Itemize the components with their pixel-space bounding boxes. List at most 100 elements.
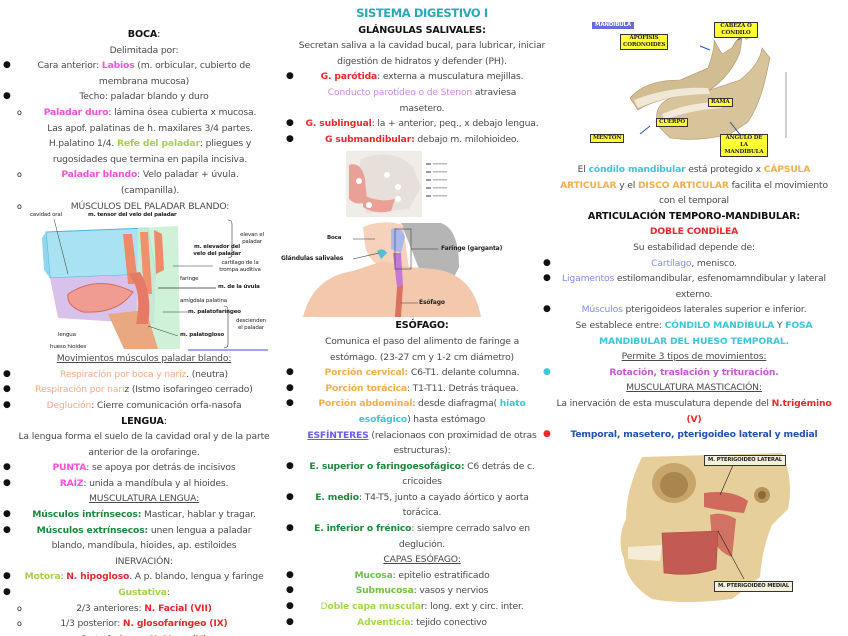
label-menton: MENTÓN: [590, 134, 625, 143]
list-item-submandibular: ● G submandibular: debajo m. milohioideo…: [283, 132, 561, 148]
list-item-paladar-blando: o Paladar blando: Velo paladar + úvula. …: [17, 169, 239, 196]
bullet-icon: ●: [286, 585, 294, 596]
list-item-movimientos: ● Rotación, traslación y trituración.: [540, 365, 848, 381]
label-cuerpo: CUERPO: [656, 118, 688, 127]
label-descienden: descienden el paladar: [235, 318, 267, 332]
list-item-cervical: ● Porción cervical: C6-T1. delante colum…: [283, 365, 561, 381]
list-item-musculos-pterigoideos: ● Músculos pterigoideos laterales superi…: [540, 302, 848, 318]
boca-heading: BOCA:: [127, 29, 161, 40]
label-palatofaringeo: m. palatofaríngeo: [188, 309, 241, 316]
permite-heading: Permite 3 tipos de movimientos:: [621, 351, 767, 363]
pterigoideos-illustration: [620, 452, 790, 602]
figure-glandulas-salivales: Boca Glándulas salivales Faringe (gargan…: [281, 149, 561, 318]
bullet-icon: ●: [3, 384, 11, 395]
bullet-icon: ●: [3, 587, 11, 598]
bullet-icon: ●: [286, 133, 294, 144]
lengua-intro: La lengua forma el suelo de la cavidad o…: [18, 431, 270, 458]
inervacion-text: La inervación de esta musculatura depend…: [556, 397, 832, 425]
boca-intro: Delimitada por:: [109, 44, 179, 56]
masticacion-heading: MUSCULATURA MASTICACIÓN:: [626, 382, 762, 394]
label-elevador: m. elevador del velo del paladar: [193, 244, 241, 258]
bullet-icon: ●: [543, 304, 551, 315]
bullet-icon: ●: [543, 257, 551, 268]
circle-bullet-icon: o: [17, 632, 22, 636]
list-item-gustativa: ● Gustativa:: [0, 585, 288, 601]
glandulas-heading: GLÁNGULAS SALIVALES:: [358, 24, 486, 36]
movimientos-heading: Movimientos músculos paladar blando:: [56, 353, 232, 365]
label-pterigoideo-medial: M. PTERIGOIDEO MEDIAL: [714, 580, 794, 592]
list-item-motora: ● Motora: N. hipogloso. A p. blando, len…: [0, 569, 288, 585]
bullet-icon: ●: [543, 366, 551, 377]
list-item-movimiento-2: ● Respiración por nariz (Istmo isofaring…: [0, 382, 288, 398]
list-item-gustativa-faringea: o Parte faríngea: N. Vago (X): [0, 632, 288, 636]
list-item-punta: ● PUNTA: se apoya por detrás de incisivo…: [0, 460, 288, 476]
list-item-esfinter-superior: ● E. superior o faringoesofágico: C6 det…: [286, 460, 535, 488]
label-uvula: m. de la úvula: [218, 284, 260, 291]
paladar-illustration: [42, 219, 268, 351]
bullet-icon: ●: [286, 601, 294, 612]
list-item-abdominal: ● Porción abdominal: desde diafragma( hi…: [286, 398, 526, 425]
label-mandibula-title: MANDÍBULA: [592, 22, 635, 29]
column-glandulas-esofago: SISTEMA DIGESTIVO I GLÁNGULAS SALIVALES:…: [281, 6, 561, 631]
bullet-icon: ●: [3, 91, 11, 102]
figure-mandibula: MANDÍBULA APÓFISIS CORONOIDES CABEZA O C…: [590, 18, 800, 160]
label-apofisis: APÓFISIS CORONOIDES: [620, 34, 668, 50]
list-item-gustativa-anteriores: o 2/3 anteriores: N. Facial (VII): [0, 601, 288, 617]
list-item-esfinter-inferior: ● E. inferior o frénico: siempre cerrado…: [286, 523, 530, 550]
column-atm: MANDÍBULA APÓFISIS CORONOIDES CABEZA O C…: [540, 18, 848, 604]
label-glandulas: Glándulas salivales: [281, 255, 344, 263]
bullet-icon: ●: [3, 477, 11, 488]
circle-bullet-icon: o: [17, 603, 22, 613]
glandulas-illustration: [303, 151, 481, 318]
doble-condilea: DOBLE CONDÍLEA: [649, 226, 739, 238]
label-hioides: hueso hioides: [50, 344, 87, 351]
list-item-intrinsecos: ● Músculos intrínsecos: Masticar, hablar…: [0, 507, 288, 523]
list-item-cara-anterior: ● Cara anterior: Labios (m. orbicular, c…: [3, 60, 251, 87]
list-item-movimiento-3: ● Deglución: Cierre comunicación orfa-na…: [0, 398, 288, 414]
list-item-toracica: ● Porción torácica: T1-T11. Detrás tráqu…: [283, 381, 561, 397]
bullet-icon: ●: [286, 398, 294, 409]
figure-pterigoideos: M. PTERIGOIDEO LATERAL M. PTERIGOIDEO ME…: [612, 449, 794, 604]
atm-heading: ARTICULACIÓN TEMPORO-MANDIBULAR:: [587, 210, 801, 222]
bullet-icon: ●: [286, 367, 294, 378]
bullet-icon: ●: [543, 273, 551, 284]
establece-text: Se establece entre: CÓNDILO MANDÍBULA Y …: [575, 319, 813, 347]
condilo-text: El cóndilo mandibular está protegido x C…: [560, 164, 828, 207]
inervacion-heading: INERVACIÓN:: [115, 555, 173, 567]
bullet-icon: ●: [286, 460, 294, 471]
circle-bullet-icon: o: [17, 201, 22, 211]
list-item-mucosa: ● Mucosa: epitelio estratificado: [283, 568, 561, 584]
page-title: SISTEMA DIGESTIVO I: [356, 6, 488, 20]
circle-bullet-icon: o: [17, 170, 22, 180]
label-palatogloso: m. palatogloso: [180, 332, 224, 339]
list-item-raiz: ● RAÍZ: unida a mandíbula y al hioides.: [0, 476, 288, 492]
label-cabeza: CABEZA O CÓNDILO: [714, 22, 758, 38]
list-item-adventicia: ● Adventicia: tejido conectivo: [283, 615, 561, 631]
list-item-techo: ● Techo: paladar blando y duro: [0, 89, 288, 105]
column-boca-lengua: BOCA: Delimitada por: ● Cara anterior: L…: [0, 27, 288, 636]
bullet-icon: ●: [3, 462, 11, 473]
bullet-icon: ●: [286, 616, 294, 627]
label-tensor: m. tensor del velo del paladar: [88, 212, 177, 219]
bullet-icon: ●: [286, 71, 294, 82]
list-item-musculos-masticacion: ● Temporal, masetero, pterigoideo latera…: [540, 427, 848, 443]
bullet-icon: ●: [3, 571, 11, 582]
musculatura-lengua-heading: MUSCULATURA LENGUA:: [88, 493, 200, 505]
list-item-ligamentos: ● Ligamentos estilomandibular, esfenomam…: [543, 273, 826, 300]
list-item-movimiento-1: ● Respiración por boca y nariz. (neutra): [0, 367, 288, 383]
list-item-sublingual: ● G. sublingual: la + anterior, peq., x …: [283, 116, 561, 132]
lengua-heading: LENGUA:: [121, 415, 167, 427]
list-item-cartilago: ● Cartílago, menisco.: [540, 256, 848, 272]
bullet-icon: ●: [286, 569, 294, 580]
label-faringe: Faringe (garganta): [441, 245, 503, 253]
label-faringe: faringe: [180, 276, 199, 283]
esfinteres-intro: ESFÍNTERES (relacionaos con proximidad d…: [307, 429, 537, 457]
esfinteres-link[interactable]: ESFÍNTERES: [307, 429, 369, 441]
label-pterigoideo-lateral: M. PTERIGOIDEO LATERAL: [704, 454, 787, 466]
bullet-icon: ●: [3, 60, 11, 71]
label-rama: RAMA: [708, 98, 733, 107]
label-elevan: elevan el paladar: [240, 232, 264, 246]
list-item-extrinsecos: ● Músculos extrínsecos: unen lengua a pa…: [3, 524, 252, 552]
label-esofago: Esófago: [419, 299, 445, 307]
bullet-icon: ●: [286, 382, 294, 393]
